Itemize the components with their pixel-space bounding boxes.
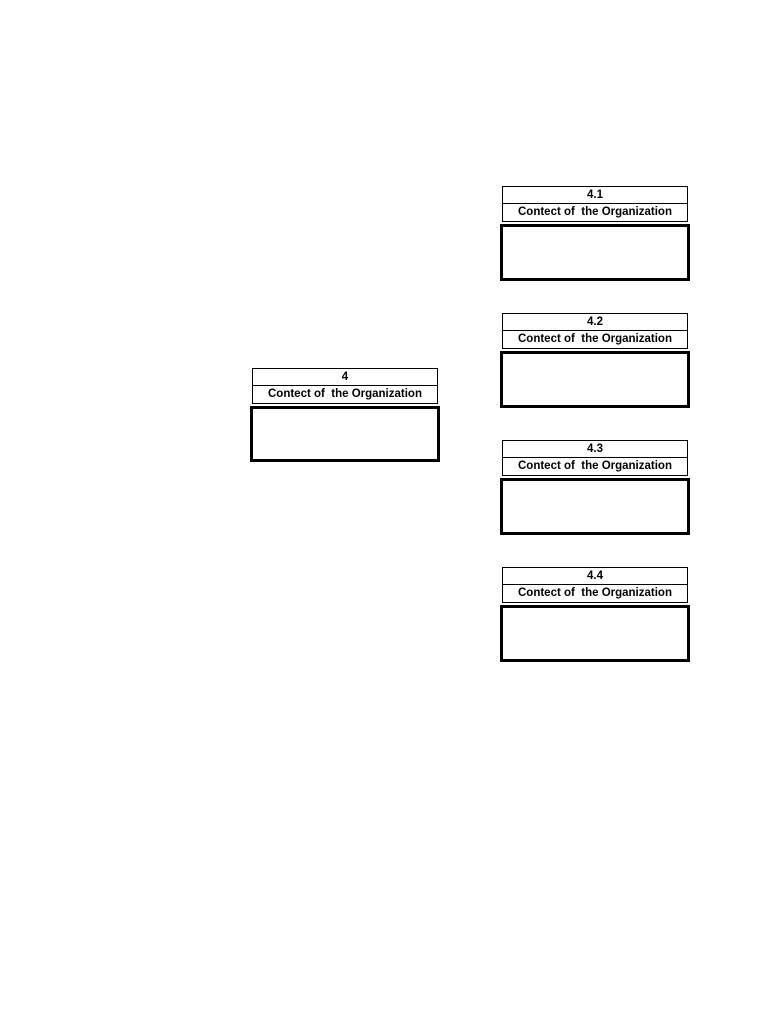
node-number-label: 4.3 xyxy=(502,440,688,458)
node-number-label: 4.4 xyxy=(502,567,688,585)
node-title-label: Contect of the Organization xyxy=(252,386,438,404)
node-content-area[interactable] xyxy=(500,224,690,281)
node-number-label: 4 xyxy=(252,368,438,386)
node-title-label: Contect of the Organization xyxy=(502,585,688,603)
node-number-label: 4.1 xyxy=(502,186,688,204)
node-title-label: Contect of the Organization xyxy=(502,458,688,476)
node-title-label: Contect of the Organization xyxy=(502,331,688,349)
node-number-label: 4.2 xyxy=(502,313,688,331)
node-content-area[interactable] xyxy=(500,351,690,408)
node-title-label: Contect of the Organization xyxy=(502,204,688,222)
node-content-area[interactable] xyxy=(500,478,690,535)
node-content-area[interactable] xyxy=(250,406,440,462)
node-content-area[interactable] xyxy=(500,605,690,662)
